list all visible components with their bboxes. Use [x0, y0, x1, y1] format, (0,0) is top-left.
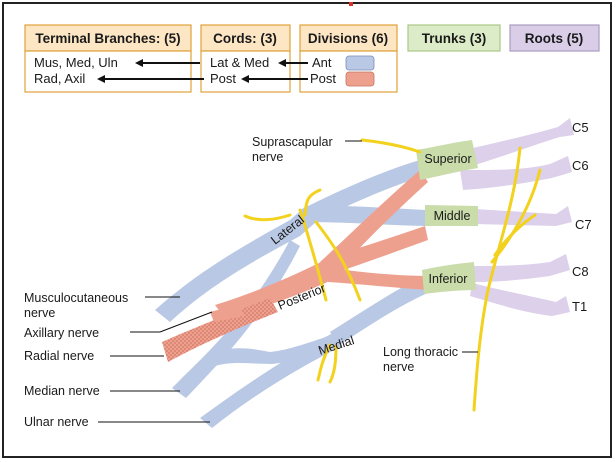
legend-terminal-row1: Mus, Med, Uln — [34, 55, 118, 70]
label-musculocutaneous-2: nerve — [24, 306, 55, 320]
legend-arrowhead-row1b — [278, 59, 286, 67]
trunk-label-superior: Superior — [424, 152, 471, 166]
legend-arrowhead-row1a — [135, 59, 143, 67]
small-nerves — [243, 138, 542, 412]
legend-arrowhead-row2b — [241, 75, 249, 83]
legend-cord-row1: Lat & Med — [210, 55, 269, 70]
root-c5 — [455, 118, 574, 170]
legend-cord-row2: Post — [210, 71, 236, 86]
label-suprascapular-1: Suprascapular — [252, 135, 333, 149]
root-label-c5: C5 — [572, 120, 589, 135]
medial-cord-division — [330, 275, 430, 346]
label-long-thoracic-1: Long thoracic — [383, 345, 458, 359]
root-label-c6: C6 — [572, 158, 589, 173]
label-musculocutaneous-1: Musculocutaneous — [24, 291, 128, 305]
middle-posterior-division — [325, 226, 428, 274]
label-median: Median nerve — [24, 384, 100, 398]
trunk-middle — [425, 205, 478, 226]
axillary-nerve-branch — [210, 304, 244, 322]
top-marker — [349, 2, 353, 6]
trunk-label-middle: Middle — [434, 209, 471, 223]
legend-arrowhead-row2a — [97, 75, 105, 83]
suprascapular-nerve — [360, 138, 422, 154]
header-roots-label: Roots (5) — [525, 31, 584, 46]
header-cords-label: Cords: (3) — [213, 31, 277, 46]
header-trunks: Trunks (3) — [407, 24, 501, 52]
header-trunks-label: Trunks (3) — [422, 31, 487, 46]
radial-nerve-stippled — [162, 298, 278, 362]
long-thoracic-nerve — [472, 146, 522, 412]
median-nerve-lateral-root — [172, 240, 300, 398]
legend-division-row2: Post — [310, 71, 336, 86]
header-roots: Roots (5) — [509, 24, 600, 52]
legend-swatch-posterior — [345, 71, 375, 87]
header-divisions-label: Divisions (6) — [308, 31, 388, 46]
superior-posterior-division — [320, 170, 428, 276]
trunks-group — [416, 140, 478, 294]
trunk-superior — [416, 140, 478, 180]
anterior-divisions — [155, 160, 430, 428]
posterior-divisions — [162, 170, 428, 362]
label-radial: Radial nerve — [24, 349, 94, 363]
label-ulnar: Ulnar nerve — [24, 415, 89, 429]
legend-swatch-anterior — [345, 55, 375, 71]
legend-division-row1: Ant — [312, 55, 332, 70]
trunk-label-inferior: Inferior — [429, 272, 468, 286]
lateral-cord — [155, 206, 316, 322]
header-terminal-branches: Terminal Branches: (5) — [24, 24, 192, 93]
root-label-t1: T1 — [572, 299, 587, 314]
root-c8 — [470, 254, 570, 282]
root-label-c8: C8 — [572, 264, 589, 279]
root-t1 — [470, 283, 570, 316]
header-cords: Cords: (3) — [200, 24, 291, 93]
label-suprascapular-2: nerve — [252, 150, 283, 164]
root-label-c7: C7 — [575, 217, 592, 232]
header-terminal-label: Terminal Branches: (5) — [35, 31, 180, 46]
legend-terminal-row2: Rad, Axil — [34, 71, 85, 86]
median-nerve-medial-root — [205, 334, 340, 368]
inferior-posterior-division — [328, 268, 428, 290]
posterior-cord — [215, 260, 336, 318]
label-long-thoracic-2: nerve — [383, 360, 414, 374]
trunk-inferior — [422, 262, 476, 294]
label-axillary: Axillary nerve — [24, 326, 99, 340]
